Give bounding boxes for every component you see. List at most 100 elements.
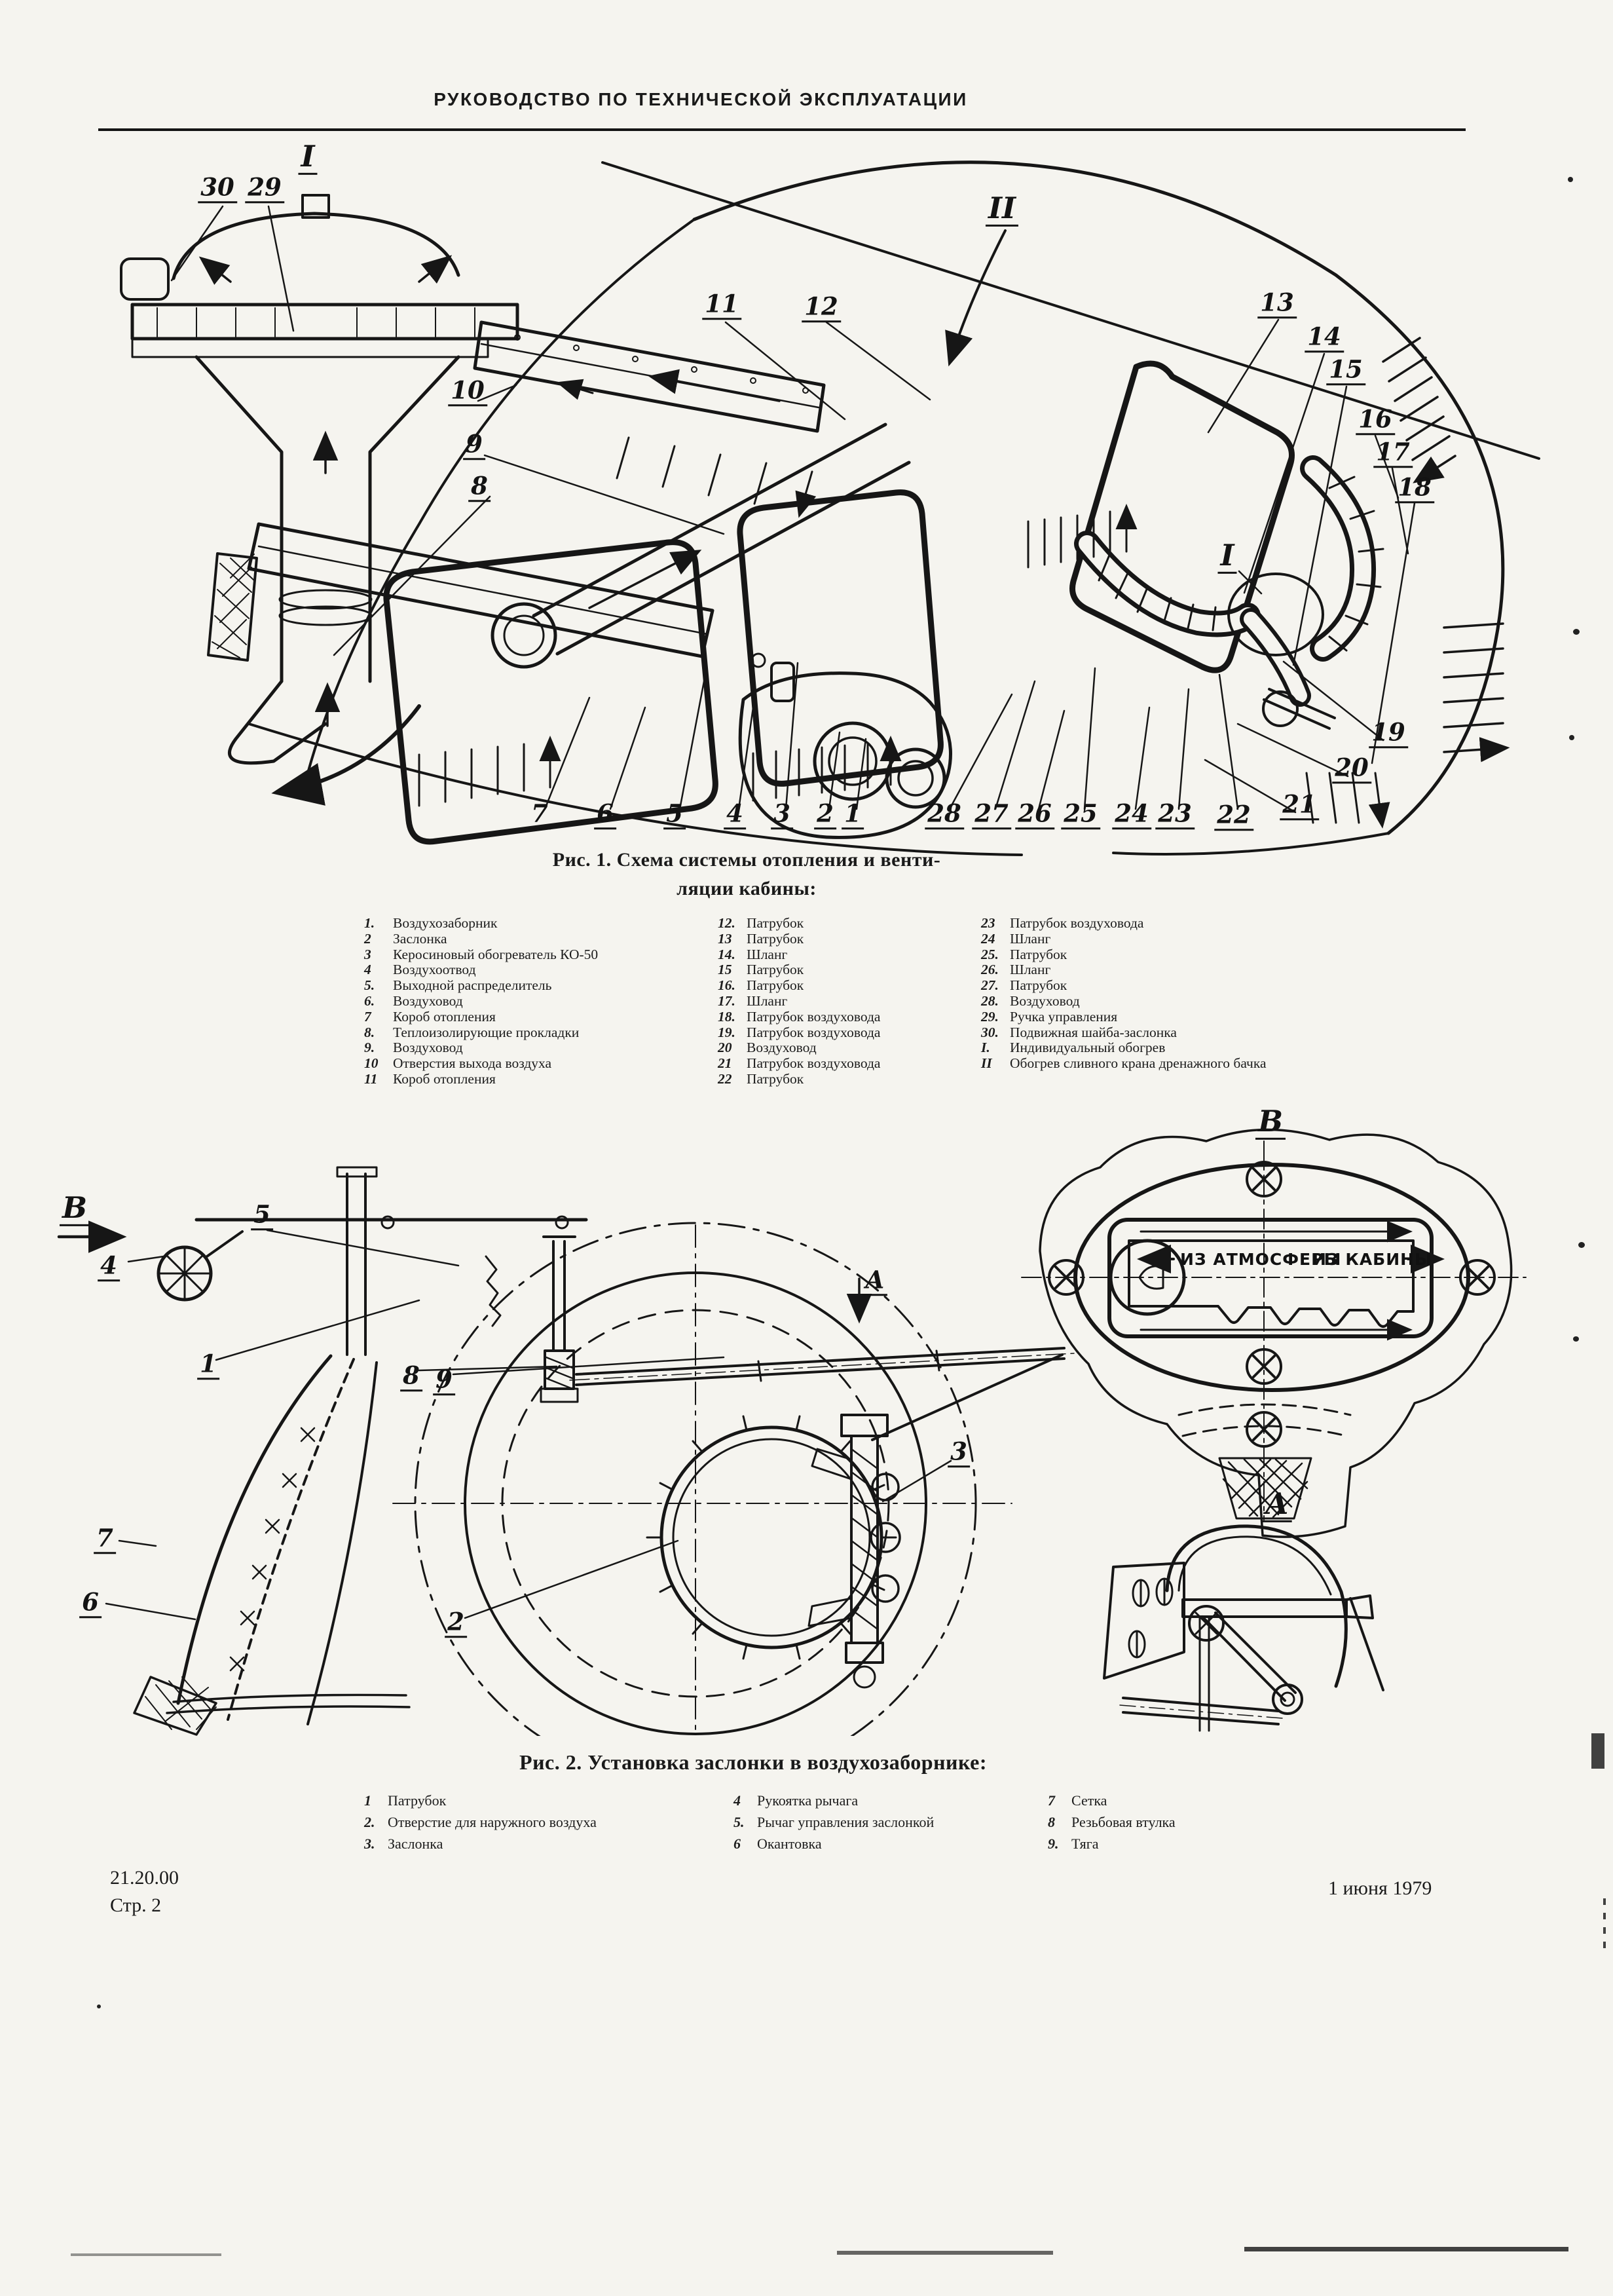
- scan-blotch: [1591, 1733, 1604, 1769]
- fig1-callout-view-i-top: I: [298, 140, 318, 175]
- fig1-callout-16: 16: [1356, 405, 1395, 436]
- fig2-callout-2: 2: [445, 1608, 467, 1638]
- fig1-callout-6: 6: [594, 800, 616, 830]
- legend-item: 27.Патрубок: [981, 977, 1067, 994]
- footer-page-number: Стр. 2: [110, 1894, 162, 1916]
- legend-item: 18.Патрубок воздуховода: [718, 1008, 881, 1025]
- fig1-callout-7: 7: [528, 800, 551, 830]
- legend-item: 9.Воздуховод: [364, 1040, 463, 1056]
- footer-doc-code: 21.20.00: [110, 1867, 179, 1889]
- legend-item: 25.Патрубок: [981, 946, 1067, 962]
- fig1-callout-27: 27: [972, 800, 1011, 830]
- fig1-callout-24: 24: [1112, 800, 1151, 830]
- fig1-callout-20: 20: [1332, 754, 1371, 784]
- scan-mark: [1603, 1913, 1606, 1919]
- fig1-callout-28: 28: [925, 800, 964, 830]
- fig2-callout-7: 7: [94, 1524, 116, 1554]
- fig1-callout-12: 12: [802, 293, 841, 323]
- figure1-caption-line2: ляции кабины:: [677, 878, 817, 899]
- fig1-callout-5: 5: [663, 800, 686, 830]
- legend-item: 6.Воздуховод: [364, 992, 463, 1009]
- fig2-callout-view-a-label: А: [1262, 1488, 1292, 1522]
- legend-item: 5.Выходной распределитель: [364, 977, 552, 994]
- fig2-callout-3: 3: [948, 1438, 970, 1468]
- fig1-callout-19: 19: [1369, 719, 1408, 749]
- scan-speck: [1573, 1336, 1579, 1342]
- scan-speck: [97, 2004, 101, 2008]
- figure2-drawing: [57, 1128, 1527, 1736]
- legend-item: 30.Подвижная шайба-заслонка: [981, 1024, 1177, 1040]
- fig1-callout-2: 2: [814, 800, 836, 830]
- legend-item: 9.Тяга: [1048, 1835, 1099, 1852]
- fig1-callout-3: 3: [771, 800, 793, 830]
- scan-smudge: [71, 2253, 221, 2256]
- fig1-callout-30: 30: [198, 174, 237, 204]
- fig1-callout-15: 15: [1326, 356, 1365, 386]
- figure1-drawing: [120, 160, 1540, 856]
- fig2-callout-8: 8: [400, 1362, 422, 1392]
- fig2-callout-9: 9: [433, 1366, 455, 1396]
- fig1-callout-9: 9: [463, 430, 485, 461]
- legend-item: 19.Патрубок воздуховода: [718, 1024, 881, 1040]
- fig2-callout-5: 5: [251, 1201, 273, 1231]
- legend-item: 8.Теплоизолирующие прокладки: [364, 1024, 580, 1040]
- plate-label-from-cabin: ИЗ КАБИНЫ: [1312, 1250, 1432, 1269]
- fig2-callout-view-b-arrow: В: [59, 1192, 90, 1226]
- fig2-callout-view-b-label: В: [1255, 1105, 1286, 1140]
- scan-speck: [1568, 177, 1573, 182]
- fig1-callout-14: 14: [1305, 323, 1344, 353]
- fig1-callout-8: 8: [468, 472, 491, 502]
- scan-smudge: [1244, 2247, 1568, 2251]
- legend-item: 1.Воздухозаборник: [364, 915, 498, 931]
- legend-item: 5.Рычаг управления заслонкой: [733, 1814, 935, 1830]
- legend-item: 2.Отверстие для наружного воздуха: [364, 1814, 597, 1830]
- fig1-callout-17: 17: [1373, 438, 1413, 468]
- legend-item: 29.Ручка управления: [981, 1008, 1118, 1025]
- plate-label-from-atmosphere: ИЗ АТМОСФЕРЫ: [1180, 1250, 1342, 1269]
- figure1-caption-line1: Рис. 1. Схема системы отопления и венти-: [552, 849, 941, 871]
- fig1-callout-18: 18: [1395, 474, 1434, 504]
- legend-item: 14.Шланг: [718, 946, 788, 962]
- header-rule: [98, 128, 1466, 131]
- fig1-callout-23: 23: [1155, 800, 1195, 830]
- legend-item: I.Индивидуальный обогрев: [981, 1040, 1166, 1056]
- fig2-callout-1: 1: [197, 1350, 219, 1380]
- fig1-callout-13: 13: [1257, 289, 1297, 319]
- fig1-callout-11: 11: [702, 290, 741, 320]
- scan-speck: [1573, 629, 1580, 635]
- footer-date: 1 июня 1979: [1328, 1877, 1432, 1899]
- fig1-callout-4: 4: [724, 800, 746, 830]
- legend-item: 26.Шланг: [981, 962, 1051, 978]
- fig1-callout-25: 25: [1061, 800, 1100, 830]
- fig1-callout-10: 10: [448, 377, 487, 407]
- scan-smudge: [837, 2251, 1053, 2255]
- fig1-callout-26: 26: [1015, 800, 1054, 830]
- fig1-callout-22: 22: [1214, 801, 1253, 831]
- legend-item: 16.Патрубок: [718, 977, 804, 994]
- fig1-callout-29: 29: [245, 174, 284, 204]
- fig2-callout-view-a-arrow: А: [862, 1266, 888, 1296]
- figure2-caption: Рис. 2. Установка заслонки в воздухозабо…: [519, 1750, 987, 1774]
- fig1-callout-1: 1: [842, 800, 864, 830]
